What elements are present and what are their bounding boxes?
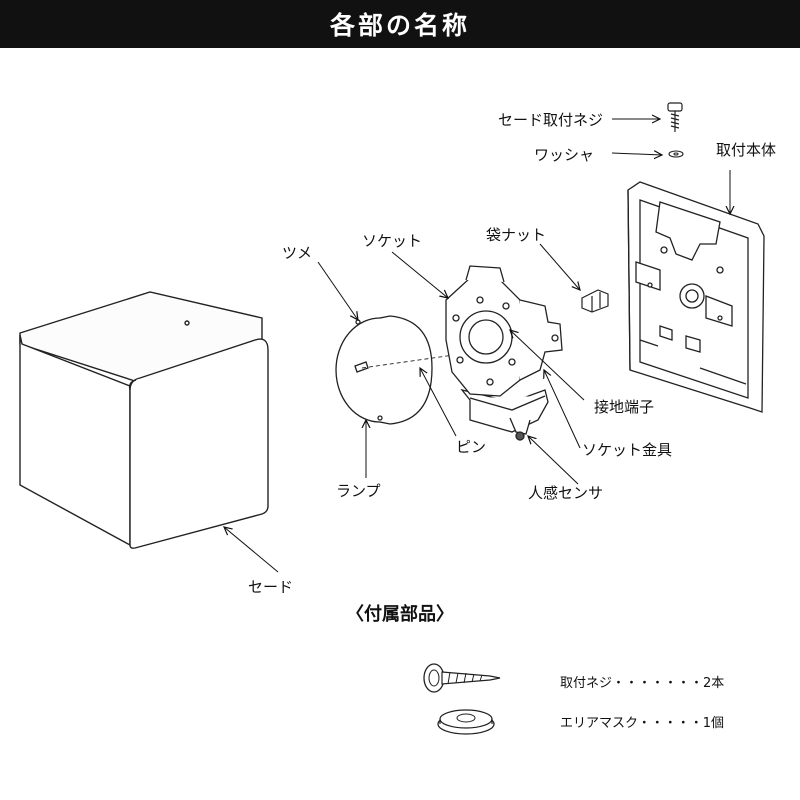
shade-cube [19,291,269,549]
label-shade-screw: セード取付ネジ [498,111,603,129]
mounting-body [627,181,765,413]
label-socket: ソケット [362,232,422,250]
label-ground-terminal: 接地端子 [594,398,654,416]
label-cap-nut: 袋ナット [486,226,546,244]
accessory-dots: ・・・・・・・ [612,676,704,691]
cap-nut [581,289,609,313]
label-washer: ワッシャ [534,146,594,164]
page-title: 各部の名称 [329,11,470,40]
socket-assembly [445,265,563,441]
label-motion-sensor: 人感センサ [528,484,603,502]
exploded-parts-diagram: セード取付ネジ ワッシャ 取付本体 袋ナット ソケット ツメ 接地端子 ピン ソ… [19,102,776,596]
label-pin: ピン [456,438,486,456]
accessory-row-1: 取付ネジ・・・・・・・2本 [560,672,724,691]
washer [668,150,684,158]
label-lamp: ランプ [336,482,381,500]
leader-lines [224,119,730,573]
mount-screw-icon [423,663,501,693]
accessory-dots: ・・・・・ [637,716,703,731]
label-socket-bracket: ソケット金具 [582,441,672,459]
label-claw: ツメ [282,244,312,262]
accessories-title: 〈付属部品〉 [346,604,454,625]
accessory-row-2: エリアマスク・・・・・1個 [560,712,724,731]
shade-screw [667,102,683,132]
label-shade: セード [248,578,293,596]
area-mask-icon [437,709,495,735]
accessory-qty: 2本 [703,676,725,691]
accessory-name: 取付ネジ [560,676,613,691]
label-mount-body: 取付本体 [716,141,776,159]
title-bar: 各部の名称 [0,0,800,48]
accessory-name: エリアマスク [560,716,638,731]
accessory-qty: 1個 [702,716,725,731]
lamp-disc [335,315,433,425]
